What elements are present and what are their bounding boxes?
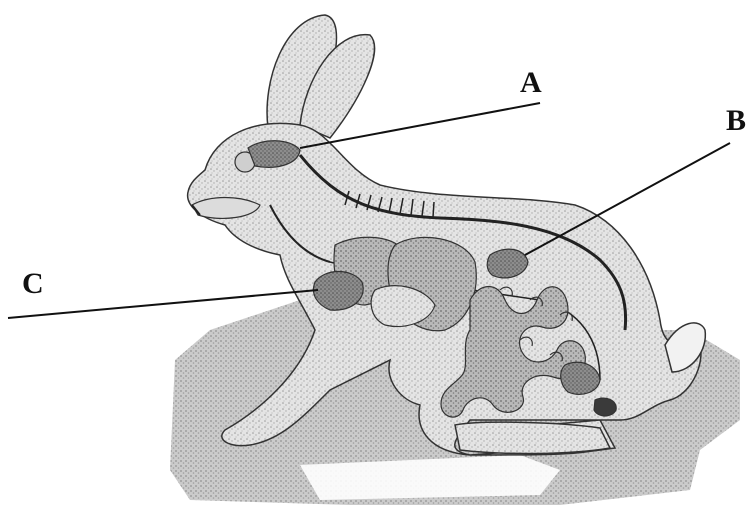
label-b: B [726, 104, 746, 137]
reproductive-organ [594, 398, 616, 416]
label-c: C [22, 267, 44, 300]
label-a: A [520, 66, 542, 99]
leader-line-b [525, 143, 730, 255]
rabbit-hind-foot [455, 422, 610, 453]
